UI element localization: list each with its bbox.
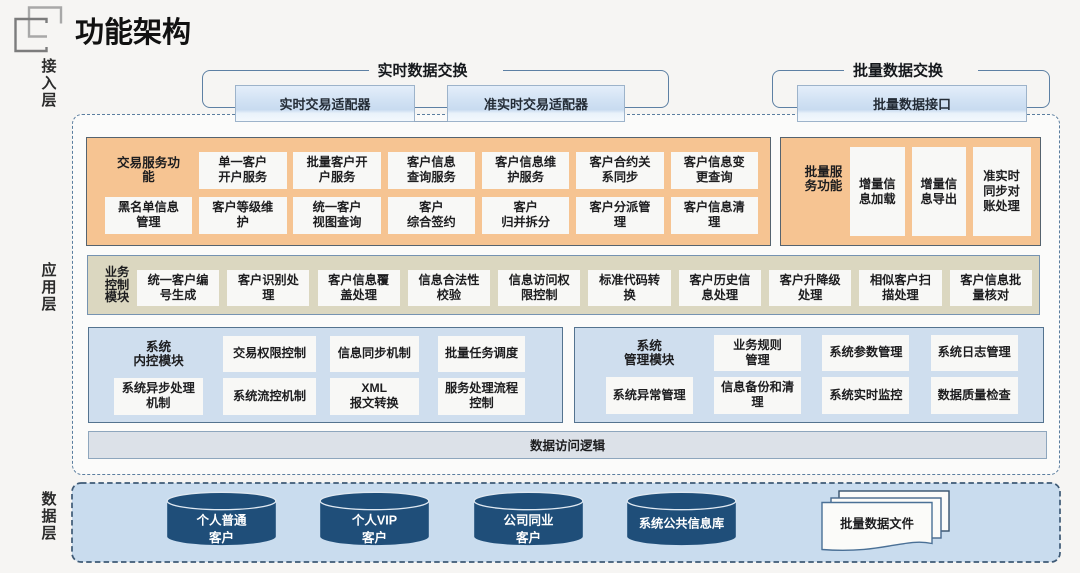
svg-text:系统公共信息库: 系统公共信息库 [639,516,724,531]
svg-text:个人VIP: 个人VIP [351,513,397,528]
svg-text:客户: 客户 [208,530,234,545]
svg-text:客户: 客户 [514,530,540,545]
svg-text:批量数据文件: 批量数据文件 [840,516,914,531]
svg-text:个人普通: 个人普通 [195,513,247,528]
svg-text:公司同业: 公司同业 [503,513,554,528]
svg-text:客户: 客户 [361,530,387,545]
